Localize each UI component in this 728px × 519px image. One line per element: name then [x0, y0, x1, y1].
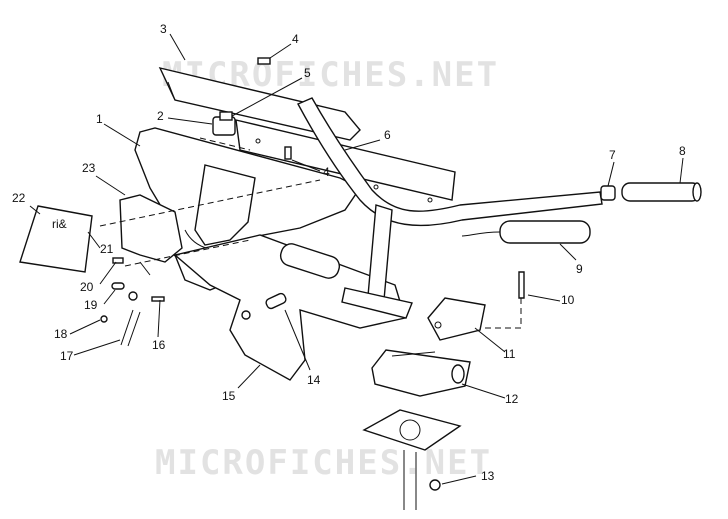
- mount-plate: [362, 409, 462, 451]
- callout-4-mid: 4: [323, 165, 330, 179]
- nut: [429, 479, 441, 491]
- switch-knob: [219, 111, 233, 121]
- callout-10: 10: [561, 293, 575, 307]
- callout-17: 17: [60, 349, 74, 363]
- callout-18: 18: [54, 327, 68, 341]
- riser-block: [371, 349, 471, 397]
- callout-13: 13: [481, 469, 495, 483]
- handlebar: [297, 97, 603, 227]
- end-plug: [600, 185, 616, 201]
- callout-19: 19: [84, 298, 98, 312]
- callout-8: 8: [679, 144, 686, 158]
- callout-20: 20: [80, 280, 94, 294]
- callout-2: 2: [157, 109, 164, 123]
- bolt-10: [518, 271, 525, 299]
- screw-16: [151, 296, 165, 302]
- callout-9: 9: [576, 262, 583, 276]
- grip-heated: [499, 220, 591, 244]
- callout-labels: 3 4 5 2 1 6 4 7 8 9 10 11 12 13 14 15 16…: [12, 22, 686, 483]
- grommet-19: [111, 282, 125, 290]
- callout-23: 23: [82, 161, 96, 175]
- callout-5: 5: [304, 66, 311, 80]
- callout-4-top: 4: [292, 32, 299, 46]
- screw-14b: [241, 310, 251, 320]
- lower-body-slot: [279, 243, 341, 279]
- callout-11: 11: [503, 347, 516, 361]
- cable-17: [120, 309, 141, 347]
- decal-plate: [19, 205, 93, 273]
- handlebar-base: [341, 287, 413, 319]
- callout-16: 16: [152, 338, 166, 352]
- callout-1: 1: [96, 112, 103, 126]
- screw-4b: [284, 146, 292, 160]
- leader-lines: [29, 33, 684, 485]
- callout-21: 21: [100, 242, 114, 256]
- nut-18: [100, 315, 108, 323]
- mount-bracket: [119, 194, 183, 263]
- callout-15: 15: [222, 389, 236, 403]
- callout-12: 12: [505, 392, 519, 406]
- screw-14a: [265, 292, 287, 310]
- washer-18: [128, 291, 138, 301]
- decal-text: ri&: [52, 217, 67, 231]
- screw-20: [112, 257, 124, 264]
- callout-6: 6: [384, 128, 391, 142]
- screw-4a: [257, 57, 271, 65]
- watermark-bottom: MICROFICHES.NET: [155, 443, 492, 483]
- callout-3: 3: [160, 22, 167, 36]
- callout-14: 14: [307, 373, 321, 387]
- callout-7: 7: [609, 148, 616, 162]
- handlebar-clamp: [427, 297, 486, 341]
- callout-22: 22: [12, 191, 26, 205]
- grip-left: [621, 182, 701, 202]
- lower-body-panel: [173, 234, 406, 381]
